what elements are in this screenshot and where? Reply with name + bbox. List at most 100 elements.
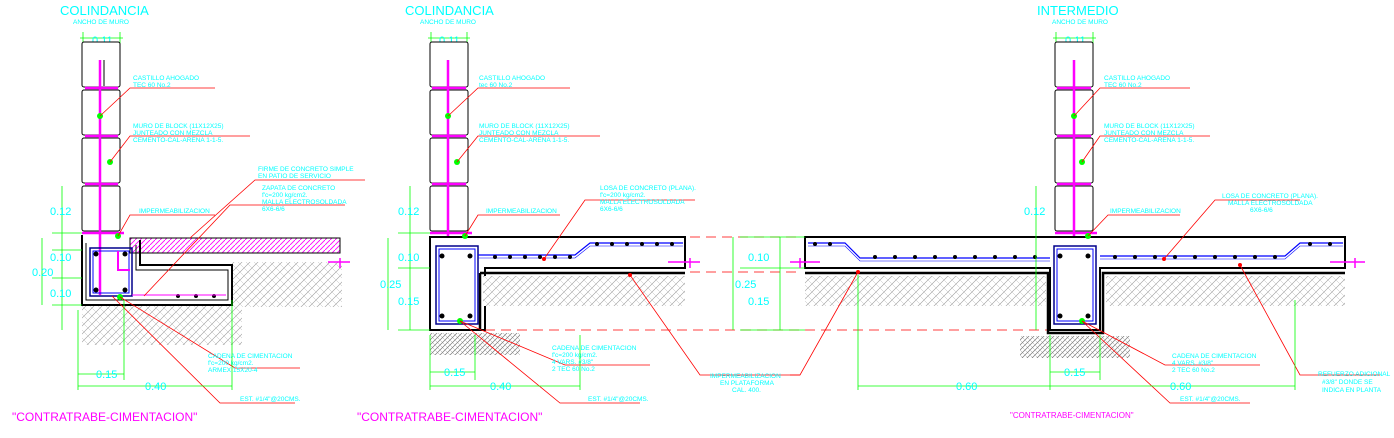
annotation-firme: FIRME DE CONCRETO SIMPLE EN PATIO DE SER…	[258, 166, 354, 180]
slab-break	[328, 258, 350, 268]
annotation-estribo: EST. #1/4"@20CMS.	[240, 396, 301, 403]
dim-010: 0.10	[398, 252, 419, 264]
annotation-losa: LOSA DE CONCRETO (PLANA). MALLA ELECTROS…	[1222, 193, 1318, 214]
svg-text:JUNTEADO CON MEZCLA: JUNTEADO CON MEZCLA	[1104, 130, 1184, 137]
firme-slab	[129, 237, 341, 254]
castillo-hook	[117, 251, 130, 271]
losa-outline	[804, 236, 1346, 331]
rebar-dots	[439, 242, 674, 319]
vertical-dimensions	[387, 186, 430, 331]
svg-text:EN PLATAFORMA: EN PLATAFORMA	[720, 380, 775, 387]
annotation-imper-plataforma: IMPERMEABILIZACION EN PLATAFORMA CAL. 40…	[710, 373, 781, 394]
dim-010b: 0.10	[50, 288, 71, 300]
dim-015h: 0.15	[1064, 367, 1085, 379]
annotation-losa: LOSA DE CONCRETO (PLANA). f'c=200 kg/cm2…	[600, 185, 696, 213]
cadena-stirrup	[89, 247, 133, 297]
title-intermedio: INTERMEDIO	[1037, 3, 1119, 18]
svg-text:LOSA DE CONCRETO (PLANA).: LOSA DE CONCRETO (PLANA).	[600, 185, 696, 192]
svg-text:FIRME DE CONCRETO SIMPLE: FIRME DE CONCRETO SIMPLE	[258, 166, 354, 173]
cadena-stirrup	[1053, 245, 1097, 325]
svg-text:MURO DE BLOCK (11X12X25): MURO DE BLOCK (11X12X25)	[133, 123, 224, 130]
svg-text:CEMENTO-CAL-ARENA 1-1-5.: CEMENTO-CAL-ARENA 1-1-5.	[133, 137, 223, 144]
svg-text:CEMENTO-CAL-ARENA 1-1-5.: CEMENTO-CAL-ARENA 1-1-5.	[1104, 137, 1194, 144]
leader-lines	[447, 87, 800, 404]
foundation-outline-inner	[85, 243, 229, 301]
svg-text:f'c=200 kg/cm2.: f'c=200 kg/cm2.	[552, 352, 598, 359]
rebar-dots	[813, 242, 1332, 319]
soil-hatch	[1020, 336, 1130, 358]
caption-1: "CONTRATRABE-CIMENTACION"	[12, 410, 197, 424]
svg-text:4 VARS. #3/8": 4 VARS. #3/8"	[552, 359, 594, 366]
detail-colindancia-1: COLINDANCIA ANCHO DE MURO 0.11	[12, 3, 365, 424]
annotation-muro: MURO DE BLOCK (11X12X25) JUNTEADO CON ME…	[479, 123, 570, 144]
svg-text:JUNTEADO CON MEZCLA: JUNTEADO CON MEZCLA	[479, 130, 559, 137]
svg-text:tec 60 No.2: tec 60 No.2	[479, 82, 513, 89]
soil-hatch	[1106, 276, 1345, 306]
svg-text:CADENA DE CIMENTACION: CADENA DE CIMENTACION	[208, 353, 293, 360]
annotation-castillo: CASTILLO AHOGADO TEC 60 No.2	[1104, 75, 1170, 89]
svg-text:EN PATIO DE SERVICIO: EN PATIO DE SERVICIO	[258, 173, 331, 180]
castillo-rebar	[82, 60, 124, 295]
wall-width-label: ANCHO DE MURO	[73, 19, 129, 26]
title-colindancia-1: COLINDANCIA	[60, 3, 149, 18]
annotation-muro: MURO DE BLOCK (11X12X25) JUNTEADO CON ME…	[1104, 123, 1195, 144]
svg-text:ARMEX 15X20-4: ARMEX 15X20-4	[208, 367, 258, 374]
svg-text:f'c=200 kg/cm2.: f'c=200 kg/cm2.	[600, 192, 646, 199]
annotation-castillo: CASTILLO AHOGADO TEC 60 No.2	[133, 75, 199, 89]
svg-text:MALLA ELECTROSOLDADA: MALLA ELECTROSOLDADA	[1228, 200, 1313, 207]
vertical-dimensions	[41, 186, 82, 330]
svg-text:CASTILLO AHOGADO: CASTILLO AHOGADO	[133, 75, 199, 82]
annotation-cadena: CADENA DE CIMENTACION f'c=200 kg/cm2. AR…	[208, 353, 293, 374]
foundation-outline	[81, 235, 233, 306]
soil-hatch	[805, 276, 1046, 306]
dim-020: 0.20	[32, 267, 53, 279]
slab-break	[668, 258, 700, 268]
slab-break	[1330, 258, 1365, 268]
svg-text:MALLA ELECTROSOLDADA: MALLA ELECTROSOLDADA	[262, 199, 347, 206]
dim-012: 0.12	[1024, 206, 1045, 218]
leader-lines	[790, 87, 1380, 404]
detail-intermedio: INTERMEDIO ANCHO DE MURO 0.11	[732, 3, 1391, 420]
horizontal-dimensions	[857, 275, 1296, 390]
dim-060a: 0.60	[956, 381, 977, 393]
annotation-cadena: CADENA DE CIMENTACION 4 VARS. #3/8" 2 TE…	[1172, 353, 1257, 374]
dim-010: 0.10	[748, 252, 769, 264]
svg-text:LOSA DE CONCRETO (PLANA).: LOSA DE CONCRETO (PLANA).	[1222, 193, 1318, 200]
dim-015: 0.15	[398, 296, 419, 308]
slab-break	[790, 258, 820, 268]
cadena-stirrup-inner	[1056, 248, 1094, 322]
dim-040: 0.40	[145, 381, 166, 393]
annotation-estribo: EST. #1/4"@20CMS.	[588, 396, 649, 403]
svg-text:2 TEC 60 No.2: 2 TEC 60 No.2	[1172, 367, 1215, 374]
dim-015h: 0.15	[444, 367, 465, 379]
svg-text:6X6-6/6: 6X6-6/6	[1250, 207, 1273, 214]
svg-text:IMPERMEABILIZACION: IMPERMEABILIZACION	[710, 373, 781, 380]
dim-015: 0.15	[748, 296, 769, 308]
svg-text:#3/8" DONDE SE: #3/8" DONDE SE	[1322, 379, 1373, 386]
svg-text:TEC 60 No.2: TEC 60 No.2	[1104, 82, 1142, 89]
detail-colindancia-2: COLINDANCIA ANCHO DE MURO 0.11	[357, 3, 1050, 424]
svg-text:TEC 60 No.2: TEC 60 No.2	[133, 82, 171, 89]
caption-2: "CONTRATRABE-CIMENTACION"	[357, 410, 542, 424]
caption-3: "CONTRATRABE-CIMENTACION"	[1010, 411, 1134, 420]
svg-text:MALLA ELECTROSOLDADA: MALLA ELECTROSOLDADA	[600, 199, 685, 206]
soil-hatch	[483, 276, 685, 306]
annotation-imper: IMPERMEABILIZACION	[486, 208, 557, 215]
vertical-dimensions	[732, 186, 1037, 331]
svg-text:6X6-6/6: 6X6-6/6	[600, 206, 623, 213]
title-colindancia-2: COLINDANCIA	[405, 3, 494, 18]
dim-040: 0.40	[490, 381, 511, 393]
annotation-muro: MURO DE BLOCK (11X12X25) JUNTEADO CON ME…	[133, 123, 224, 144]
soil-hatch	[232, 262, 342, 307]
svg-text:f'c=200 kg/cm2.: f'c=200 kg/cm2.	[262, 192, 308, 199]
soil-hatch	[82, 305, 242, 345]
svg-text:CASTILLO AHOGADO: CASTILLO AHOGADO	[1104, 75, 1170, 82]
svg-text:6X6-6/6: 6X6-6/6	[262, 206, 285, 213]
annotation-zapata: ZAPATA DE CONCRETO f'c=200 kg/cm2. MALLA…	[262, 185, 347, 213]
svg-text:CADENA DE CIMENTACION: CADENA DE CIMENTACION	[1172, 353, 1257, 360]
horizontal-dimensions	[429, 335, 581, 390]
svg-text:f'c=200 kg/cm2.: f'c=200 kg/cm2.	[208, 360, 254, 367]
dim-012: 0.12	[398, 206, 419, 218]
dim-012: 0.12	[50, 206, 71, 218]
